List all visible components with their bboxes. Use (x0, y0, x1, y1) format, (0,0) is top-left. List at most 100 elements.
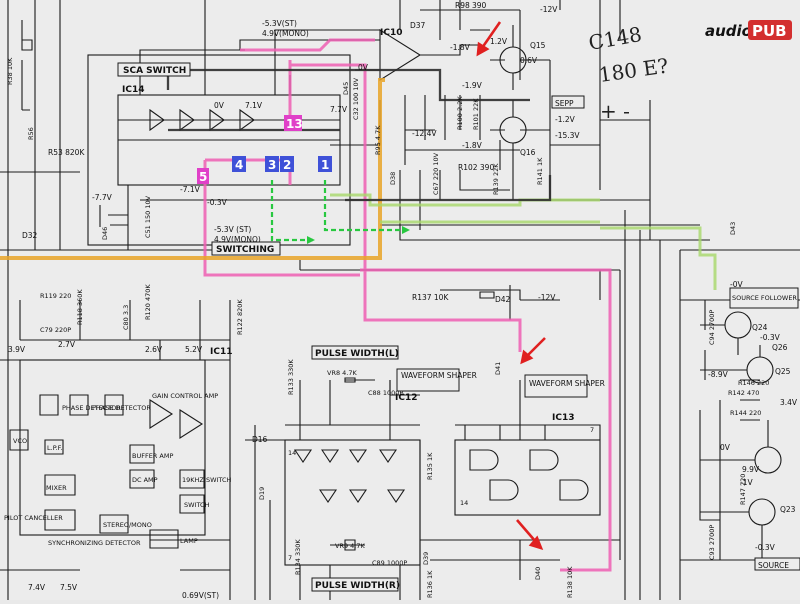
block-labels: SCA SWITCH IC14 IC10 IC11 IC12 IC13 SWIT… (117, 28, 800, 592)
q23-label: Q23 (780, 505, 796, 514)
d32-label: D32 (22, 231, 38, 240)
c80-label: C80 3.3 (122, 305, 130, 330)
v-mono-top: 4.9V(MONO) (262, 29, 309, 38)
vco-label: VCO (13, 437, 27, 445)
switch-ic11-label: SWITCH (184, 501, 210, 509)
pulse-width-l-label: PULSE WIDTH(L) (315, 349, 399, 359)
v-74: 7.4V (28, 583, 46, 592)
v-ov-1: 0V (214, 101, 225, 110)
marker-13: 13 (284, 115, 303, 131)
r38-label: R38 10K (6, 57, 14, 85)
v-st-bottom: -5.3V (ST) (214, 225, 251, 234)
q26-label: Q26 (772, 343, 788, 352)
c93-label: C93 2700P (708, 525, 716, 560)
pin14b-label: 14 (460, 499, 468, 507)
dcamp-label: DC AMP (132, 476, 158, 484)
q15-label: Q15 (530, 41, 546, 50)
handwriting-line1: C148 (587, 22, 644, 55)
phase1-label: PHASE DETECTOR (62, 404, 121, 412)
waveform-shaper-1-label: WAVEFORM SHAPER (401, 371, 477, 380)
d39-label: D39 (422, 552, 430, 565)
green-signal-path (330, 193, 717, 290)
buffer-label: BUFFER AMP (132, 452, 173, 460)
q24-label: Q24 (752, 323, 768, 332)
v-m153: -15.3V (555, 131, 580, 140)
green-arrowheads (307, 226, 410, 244)
pin7b-label: 7 (590, 426, 594, 434)
v-069: 0.69V(ST) (182, 591, 219, 600)
r138-label: R138 10K (566, 566, 574, 598)
v-m124: -12.4V (412, 129, 437, 138)
ic14-label: IC14 (122, 85, 144, 95)
source-follower-label: SOURCE FOLLOWER (732, 294, 797, 302)
v-52: 5.2V (185, 345, 203, 354)
v-71: 7.1V (245, 101, 263, 110)
q25-label: Q25 (775, 367, 791, 376)
d45-label: D45 (342, 82, 350, 95)
audiopub-logo: audio PUB (705, 20, 792, 40)
ic10-label: IC10 (380, 28, 402, 38)
d19-label: D19 (258, 487, 266, 500)
marker-5: 5 (197, 168, 209, 184)
v-27: 2.7V (58, 340, 76, 349)
v-m03c: -0.3V (760, 333, 781, 342)
v-0: 0V (720, 443, 731, 452)
v-75: 7.5V (60, 583, 78, 592)
r53-label: R53 820K (48, 148, 85, 157)
logo-pub-text: PUB (752, 22, 787, 40)
v-77: 7.7V (330, 105, 348, 114)
logo-badge (748, 20, 792, 40)
gain-label: GAIN CONTROL AMP (152, 392, 218, 400)
green-dashed-arrows (270, 180, 405, 242)
handwriting-line3: + - (600, 99, 630, 123)
r120-label: R120 470K (144, 284, 152, 320)
v-m19: -1.9V (462, 81, 483, 90)
pin7a-label: 7 (288, 554, 292, 562)
v-1p2: 1.2V (490, 37, 508, 46)
handwriting-line2: 180 E? (597, 53, 670, 86)
pin14a-label: 14 (288, 449, 296, 457)
r390-label: 390 (472, 1, 487, 10)
ic12-label: IC12 (395, 393, 417, 403)
r136-label: R136 1K (426, 570, 434, 598)
r147-label: R147 220 (739, 474, 747, 505)
d46-label: D46 (101, 227, 109, 240)
r137-label: R137 10K (412, 293, 449, 302)
source-label: SOURCE (758, 561, 789, 570)
v-m77: -7.7V (92, 193, 113, 202)
lpf-label: L.P.F. (47, 444, 62, 452)
d41-label: D41 (494, 362, 502, 375)
logo-audio-text: audio (705, 22, 752, 40)
sync-label: SYNCHRONIZING DETECTOR (48, 539, 141, 547)
v-mono-bottom: 4.9V(MONO) (214, 235, 261, 244)
v-26: 2.6V (145, 345, 163, 354)
svg-text:1: 1 (321, 158, 329, 172)
r142-label: R142 470 (728, 389, 759, 397)
marker-1: 1 (318, 156, 332, 172)
v-03: -0.3V (207, 198, 228, 207)
marker-2: 2 (280, 156, 294, 172)
r146-label: R146 220 (738, 379, 769, 387)
c67-label: C67 220 10V (432, 152, 440, 195)
svg-text:2: 2 (283, 158, 291, 172)
v-39: 3.9V (8, 345, 26, 354)
olive-signal-path (166, 68, 552, 202)
v-m18: -1.8V (450, 43, 471, 52)
v-m12c: -12V (540, 5, 558, 14)
r139-label: R139 22K (492, 163, 500, 195)
stereo-label: STEREO/MONO (103, 521, 152, 529)
c89-label: C89 1000P (372, 559, 407, 567)
ic11-label: IC11 (210, 347, 232, 357)
v-m03b: -0.3V (755, 543, 776, 552)
ic13-label: IC13 (552, 413, 574, 423)
c51-label: C51 150 10V (144, 195, 152, 238)
d38-label: D38 (389, 172, 397, 185)
c94-label: C94 2700P (708, 310, 716, 345)
stereo-sw-label: 19KHZ SWITCH (182, 476, 232, 484)
r135-label: R135 1K (426, 452, 434, 480)
r141-label: R141 1K (536, 157, 544, 185)
d43-label: D43 (729, 222, 737, 235)
lamp-label: LAMP (180, 537, 198, 545)
